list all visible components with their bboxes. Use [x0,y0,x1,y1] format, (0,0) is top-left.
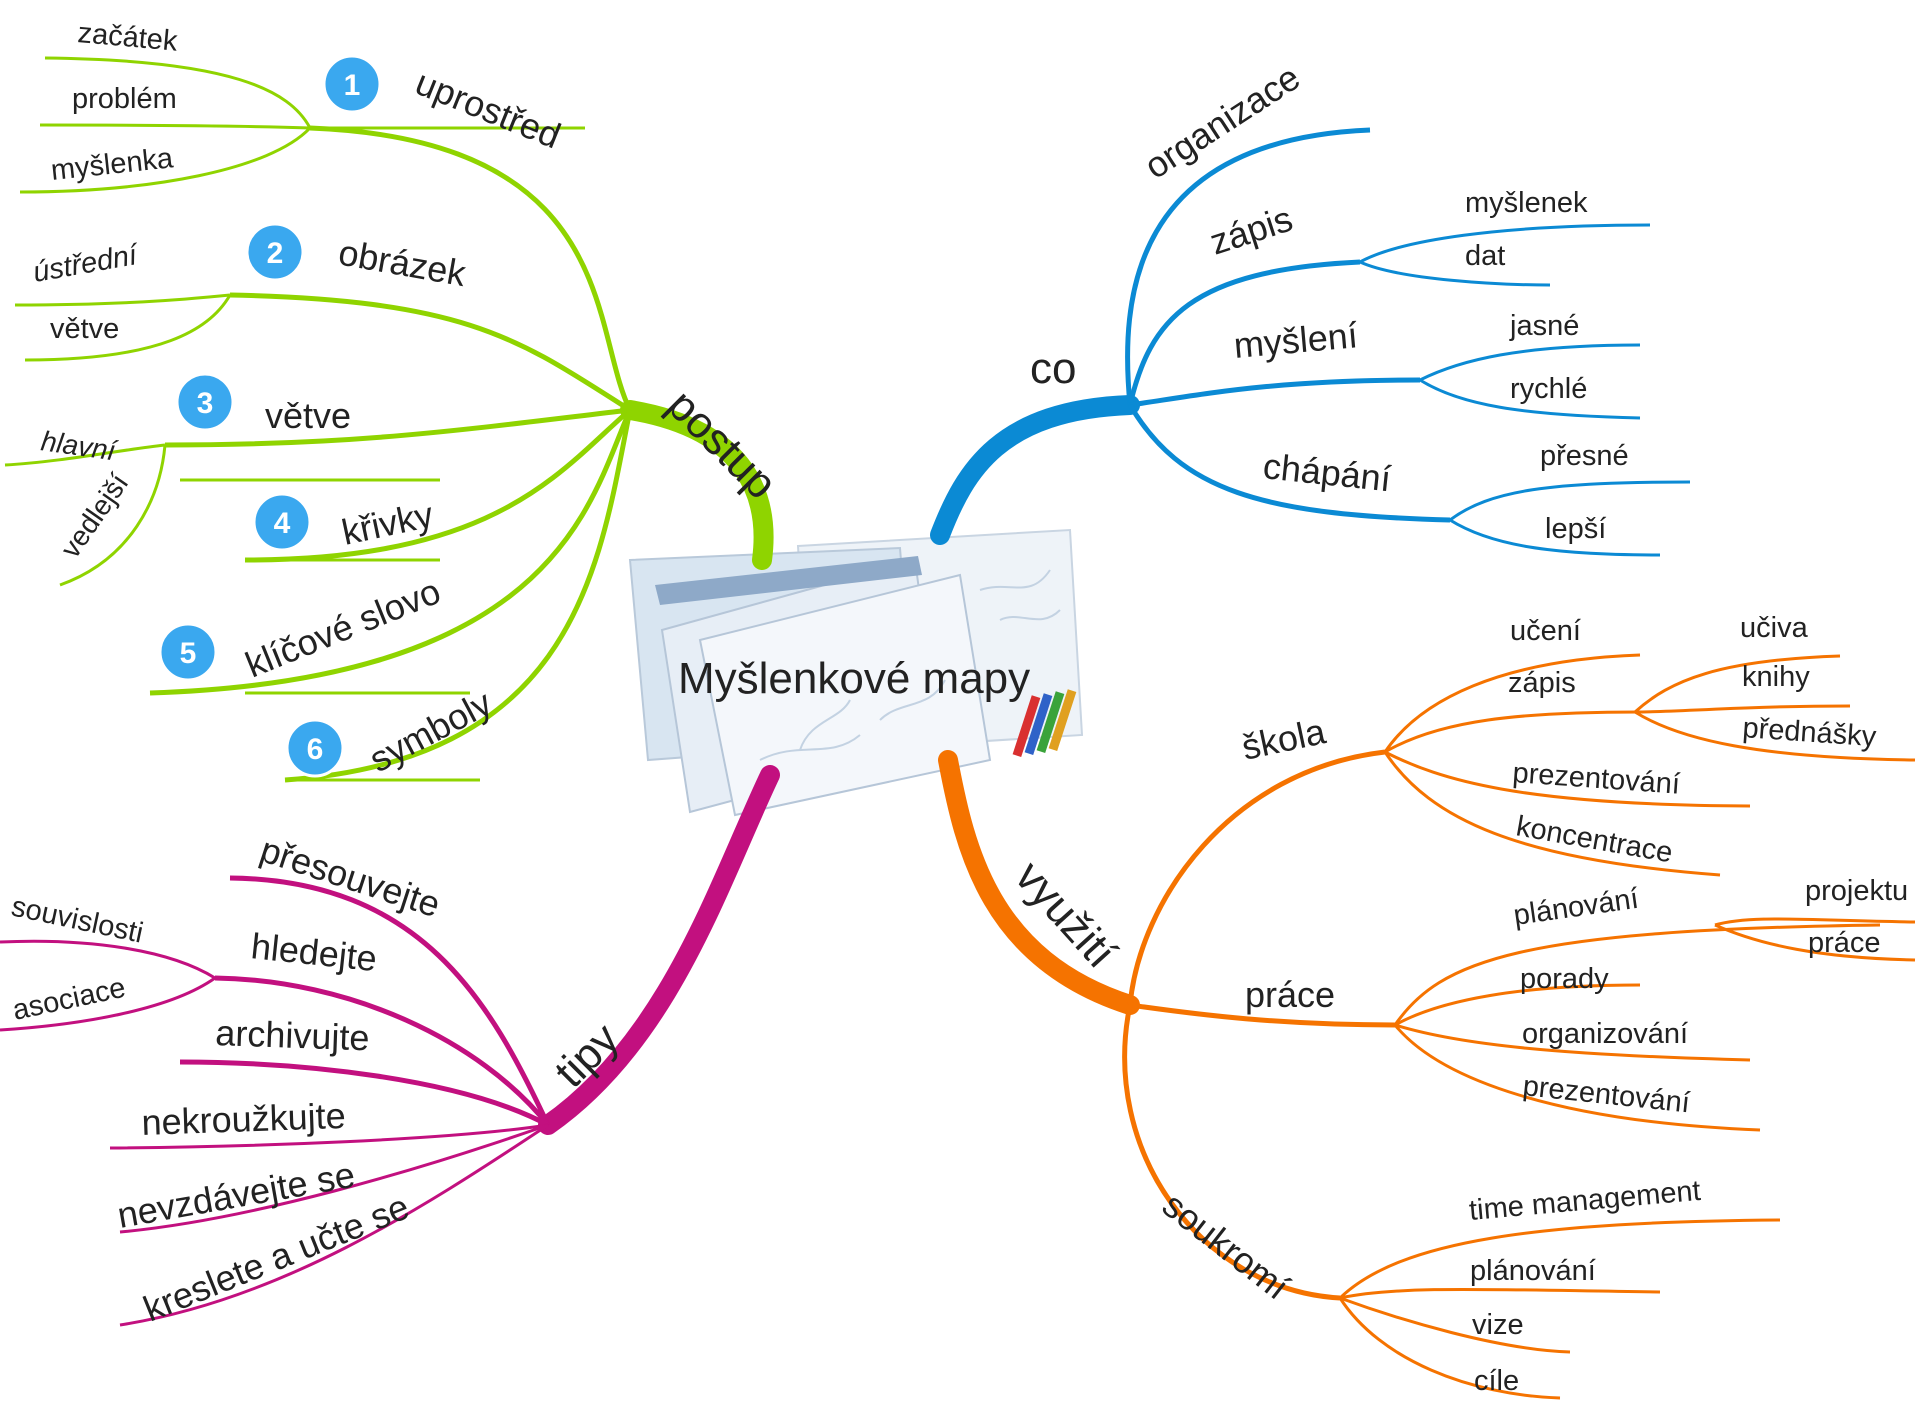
prace-organizovani: organizování [1522,1018,1688,1050]
step-badge-4: 4 [252,492,312,552]
prace-label: práce [1245,974,1335,1015]
co-chapani: chápání [1261,445,1393,499]
leaf-vetve: větve [50,313,119,345]
tipy-hledejte: hledejte [249,925,379,979]
tipy-hledejte-asociace: asociace [10,972,129,1027]
vyuziti-label: využití [1006,852,1126,978]
prace-planovani-projektu: projektu [1805,875,1908,907]
skola-zapis-uciva: učiva [1740,612,1809,644]
svg-text:1: 1 [344,69,361,102]
soukromi-label: soukromí [1155,1184,1297,1307]
prace-planovani: plánování [1512,883,1641,932]
leaf-myslenka: myšlenka [49,142,175,187]
co-zapis: zápis [1205,198,1298,263]
branch-tipy: tipy přesouvejte hledejte souvislosti as… [0,765,780,1329]
soukromi-vize: vize [1472,1309,1524,1341]
svg-text:3: 3 [197,387,214,420]
tipy-trunk [538,765,780,1135]
leaf-ustredni: ústřední [31,239,143,289]
vyuziti-trunk [938,750,1140,1015]
prace-prezentovani: prezentování [1521,1070,1691,1119]
step-badge-6: 6 [285,718,345,778]
skola-uceni: učení [1510,615,1581,647]
step-label-vetve: větve [265,395,351,436]
central-image: Myšlenkové mapy [628,528,1084,817]
svg-text:6: 6 [307,733,324,766]
step-label-symboly: symboly [363,682,499,780]
step-badge-5: 5 [158,622,218,682]
step-badge-1: 1 [322,54,382,114]
soukromi-planovani: plánování [1470,1255,1596,1287]
svg-text:5: 5 [180,637,197,670]
skola-zapis-knihy: knihy [1742,661,1810,693]
co-label: co [1030,344,1076,393]
prace-planovani-prace: práce [1808,927,1881,959]
tipy-presouvejte: přesouvejte [256,829,446,926]
co-chapani-presne: přesné [1540,440,1629,472]
postup-label: postup [658,380,786,508]
soukromi-time-management: time management [1468,1175,1702,1227]
branch-co: co organizace zápis myšlenek dat myšlení… [930,56,1691,557]
postup-trunk [620,400,774,570]
branch-postup: postup 1 uprostřed začátek problém myšle… [4,17,786,783]
step-label-uprostred: uprostřed [410,61,566,156]
svg-text:4: 4 [274,507,291,540]
tipy-label: tipy [545,1014,628,1097]
co-zapis-dat: dat [1465,240,1505,272]
leaf-problem: problém [72,83,177,115]
step-badge-3: 3 [175,372,235,432]
soukromi-cile: cíle [1474,1365,1519,1397]
co-mysleni: myšlení [1232,314,1359,366]
step-label-obrazek: obrázek [336,232,470,295]
step-label-krivky: křivky [338,494,437,553]
co-mysleni-jasne: jasné [1509,310,1579,342]
leaf-zacatek: začátek [76,17,179,58]
marker-pens-icon [1012,689,1077,758]
co-chapani-lepsi: lepší [1545,513,1606,545]
co-trunk [930,395,1140,545]
skola-zapis-prednasky: přednášky [1742,712,1878,753]
skola-zapis: zápis [1508,667,1576,699]
tipy-archivujte: archivujte [215,1012,370,1058]
map-title: Myšlenkové mapy [678,654,1030,703]
tipy-nekrouzkujte: nekroužkujte [141,1095,346,1143]
svg-text:2: 2 [267,237,284,270]
branch-vyuziti: využití škola učení zápis prezentování k… [938,612,1916,1400]
co-zapis-myslenek: myšlenek [1465,187,1588,219]
prace-porady: porady [1520,963,1609,995]
step-badge-2: 2 [245,222,305,282]
skola-label: škola [1238,710,1330,768]
leaf-vedlejsi: vedlejší [55,468,135,564]
co-mysleni-rychle: rychlé [1510,373,1587,405]
